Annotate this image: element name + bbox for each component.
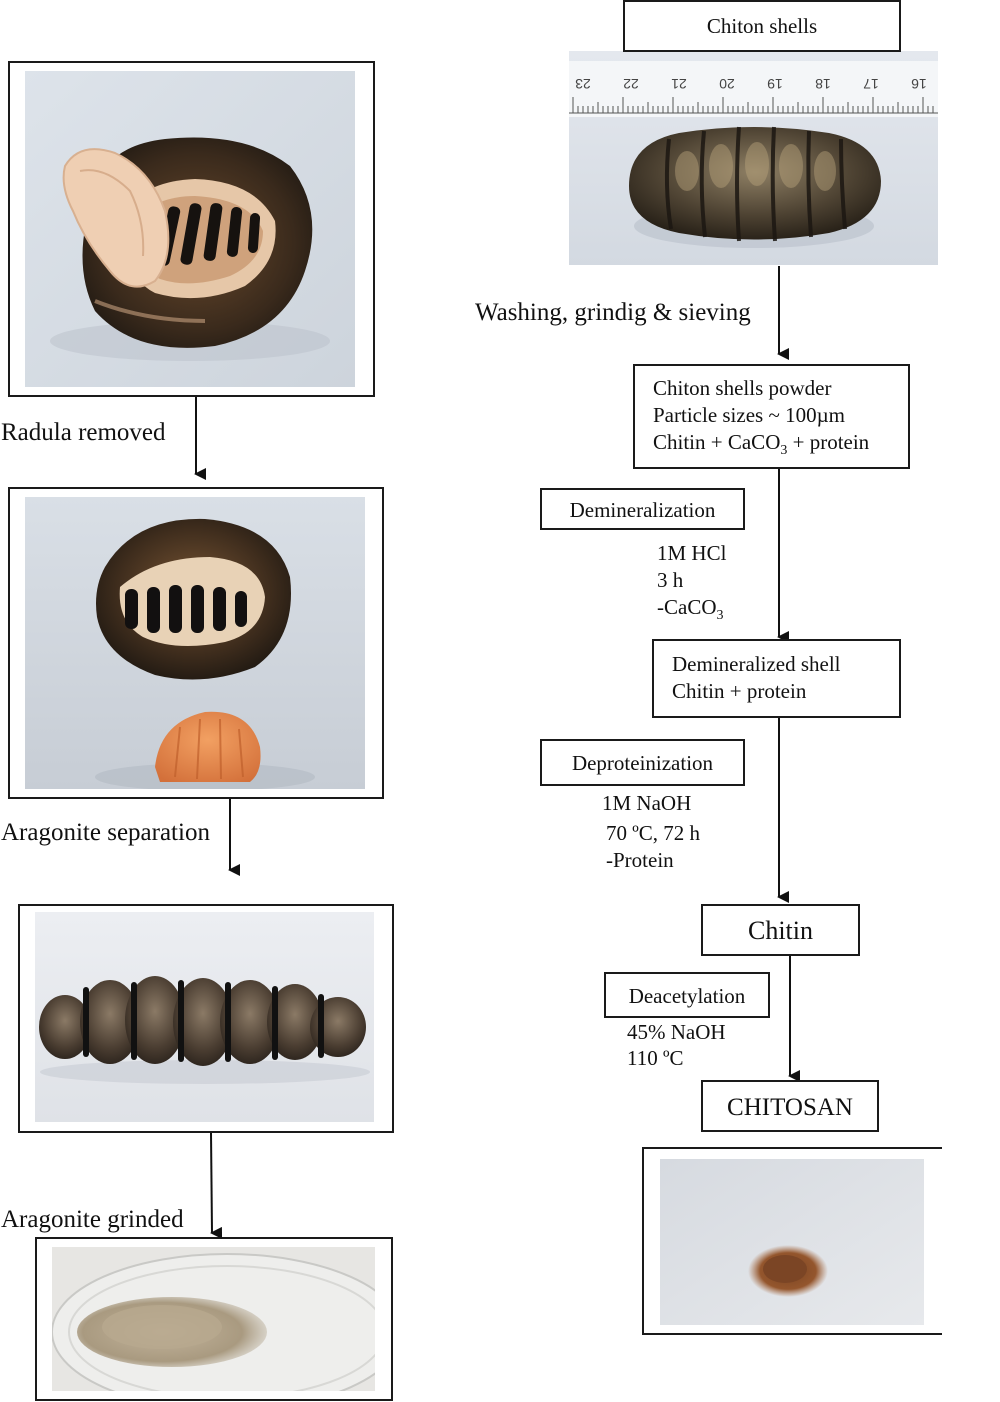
photo-aragonite-powder-dish	[52, 1247, 375, 1391]
ruler-number: 22	[623, 76, 639, 92]
ruler-number: 18	[815, 76, 831, 92]
box-chiton-shells: Chiton shells	[623, 0, 901, 52]
photo-frame-chitosan	[642, 1147, 942, 1335]
demineralization-time: 3 h	[657, 568, 684, 592]
photo-chiton-shell-ruler: 23 22 21 20 19 18 17 16	[569, 51, 938, 265]
demineralization-reagent: 1M HCl	[657, 541, 727, 565]
box-demineralized-shell: Demineralized shell Chitin + protein	[652, 639, 901, 718]
powder-composition: Chitin + CaCO3 + protein	[653, 430, 870, 459]
photo-aragonite-plates	[35, 912, 374, 1122]
box-chitosan: CHITOSAN	[701, 1080, 879, 1132]
box-deproteinization: Deproteinization	[540, 739, 745, 786]
label-radula-removed: Radula removed	[1, 419, 166, 446]
ruler-number: 17	[863, 76, 879, 92]
label-aragonite-separation: Aragonite separation	[1, 819, 210, 846]
ruler-number: 20	[719, 76, 735, 92]
label-washing-grinding-sieving: Washing, grindig & sieving	[475, 299, 751, 326]
ruler-number: 21	[671, 76, 687, 92]
deproteinization-removed: -Protein	[606, 848, 674, 872]
demineralization-removed: -CaCO3	[657, 595, 724, 624]
photo-chitosan-powder	[660, 1159, 924, 1325]
box-chiton-shells-powder: Chiton shells powder Particle sizes ~ 10…	[633, 364, 910, 469]
box-deacetylation: Deacetylation	[604, 972, 770, 1018]
label-aragonite-grinded: Aragonite grinded	[1, 1206, 184, 1233]
deproteinization-reagent: 1M NaOH	[602, 791, 692, 815]
deacetylation-reagent: 45% NaOH	[627, 1020, 726, 1044]
deproteinization-conditions: 70 ºC, 72 h	[606, 821, 701, 845]
ruler-number: 23	[575, 76, 591, 92]
photo-chiton-radula-removed	[25, 71, 355, 387]
ruler-number: 19	[767, 76, 783, 92]
box-demineralization: Demineralization	[540, 488, 745, 530]
box-chitin: Chitin	[701, 904, 860, 956]
photo-chiton-aragonite-separation	[25, 497, 365, 789]
ruler-number: 16	[911, 76, 927, 92]
deacetylation-temperature: 110 ºC	[627, 1046, 684, 1070]
